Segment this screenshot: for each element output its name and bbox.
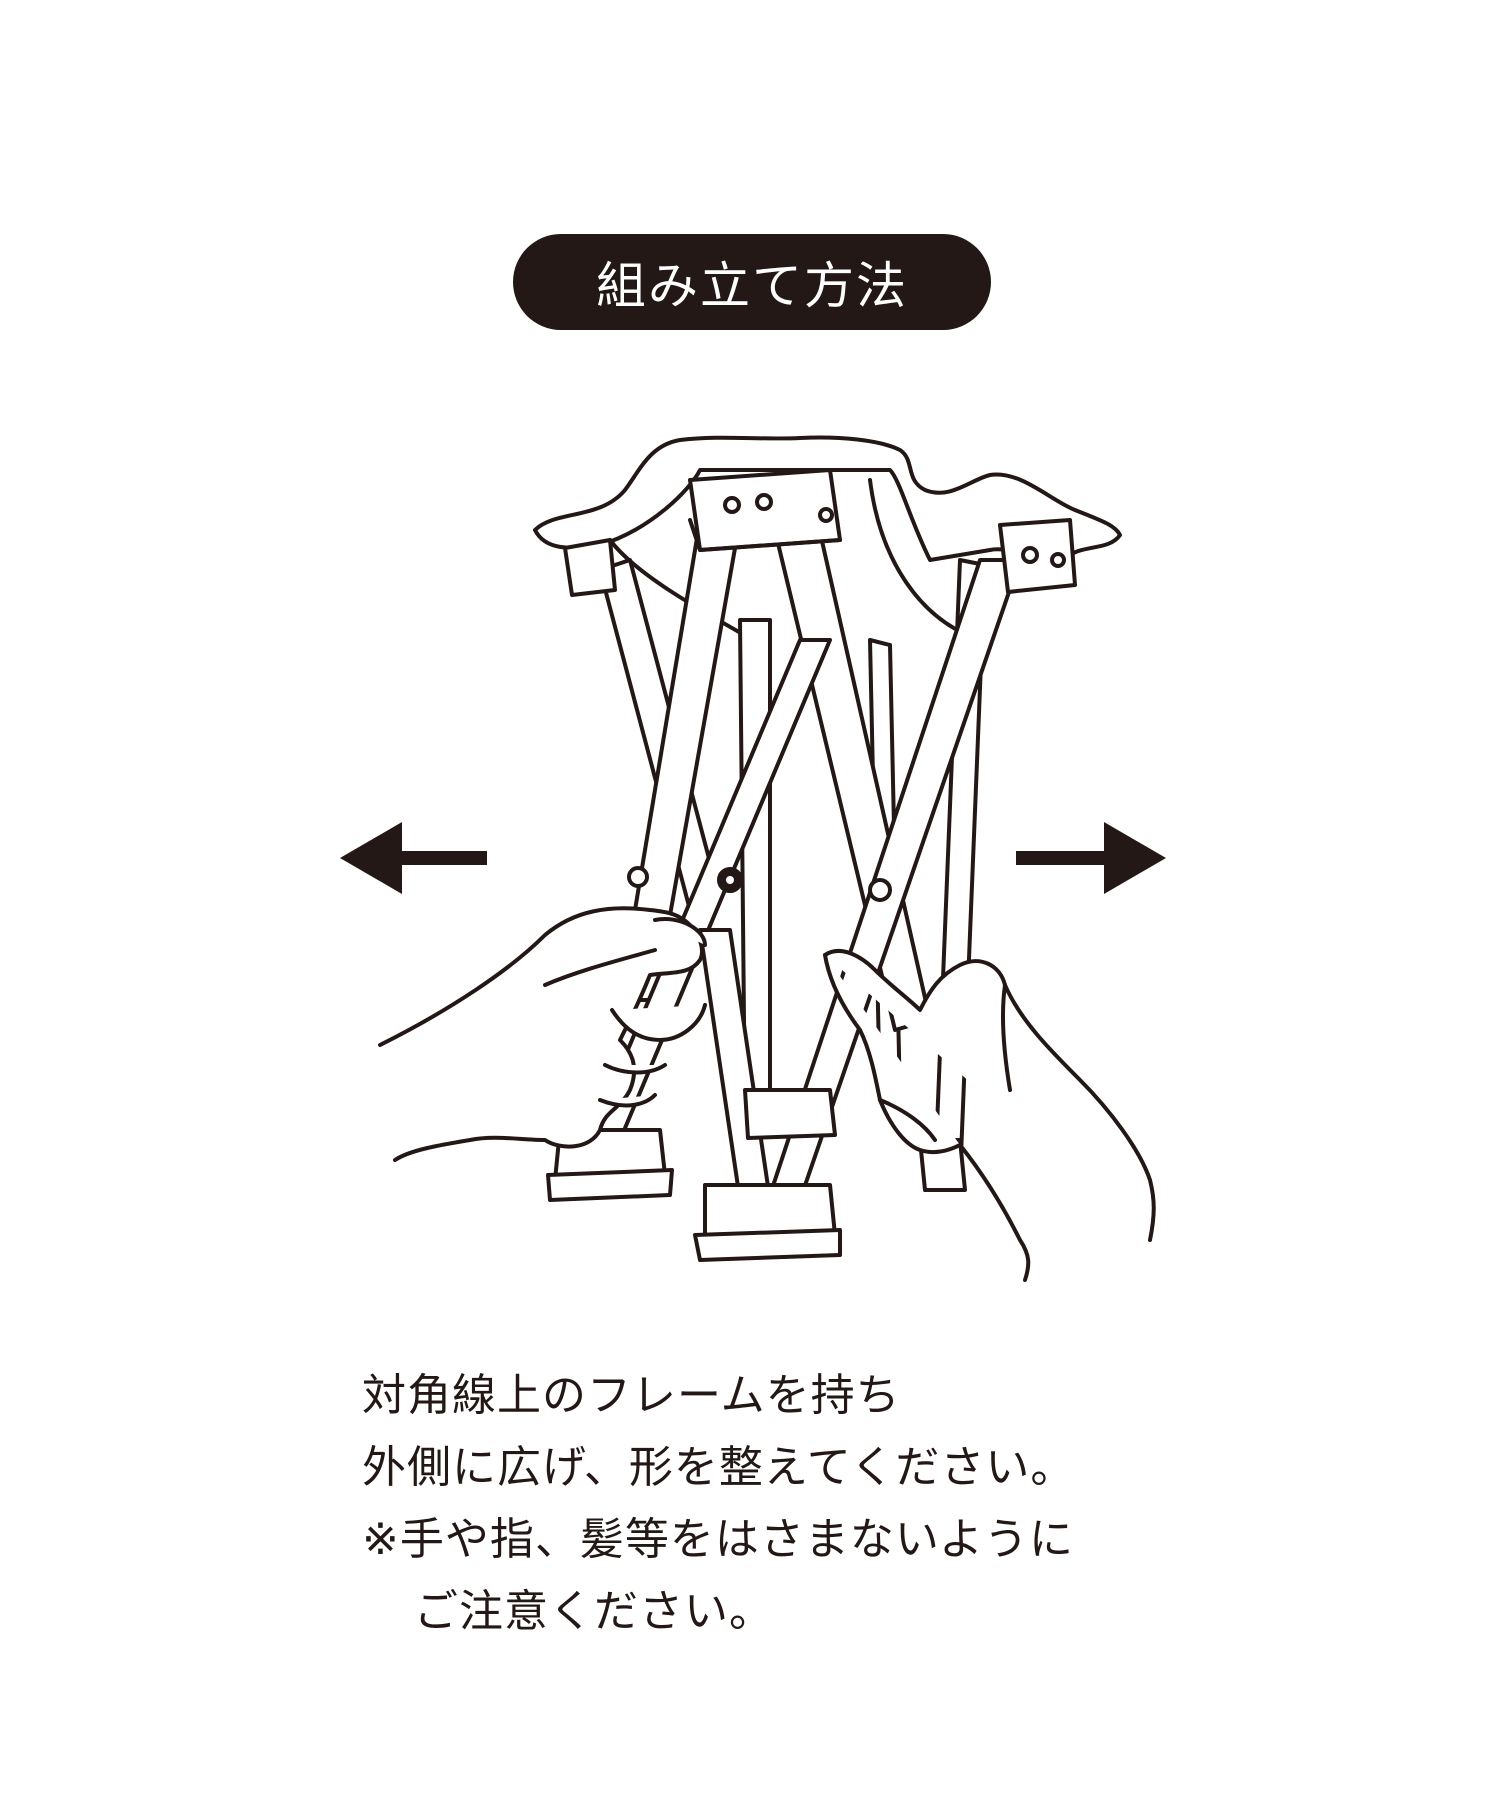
arrow-left-icon [340, 822, 487, 894]
page-title-text: 組み立て方法 [596, 257, 908, 315]
arrow-right-icon [1016, 822, 1166, 894]
right-hand-icon [823, 949, 1156, 1282]
folding-stool-frame-icon [533, 435, 1122, 1262]
instruction-line-1: 対角線上のフレームを持ち [362, 1370, 901, 1421]
instruction-line-3: ※手や指、髪等をはさまないように [362, 1514, 1074, 1565]
instruction-line-4: ご注意ください。 [414, 1586, 774, 1637]
page-title: 組み立て方法 [513, 234, 991, 330]
left-hand-icon [378, 906, 707, 1162]
instruction-line-2: 外側に広げ、形を整えてください。 [362, 1442, 1076, 1493]
assembly-instructions: 対角線上のフレームを持ち 外側に広げ、形を整えてください。 ※手や指、髪等をはさ… [362, 1360, 1362, 1648]
